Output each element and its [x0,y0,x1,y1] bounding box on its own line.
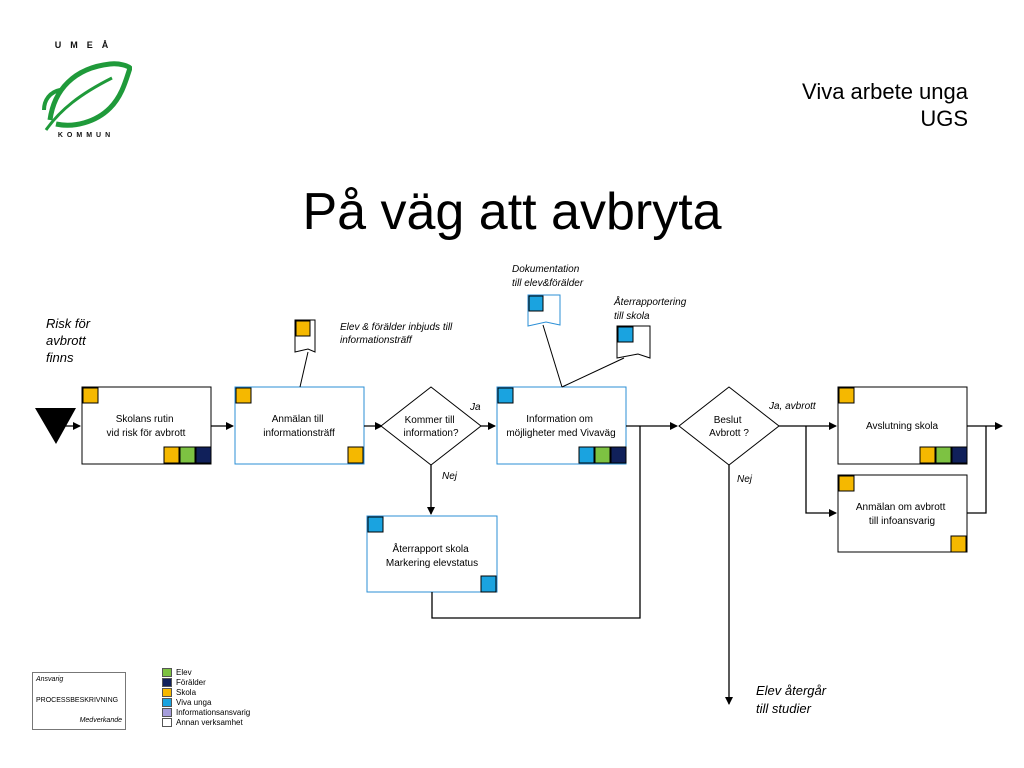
decision-kommer-till-information: Kommer till information? [380,386,482,466]
end-label: Elev återgår till studier [756,683,830,716]
box-information-vivavag: Information om möjligheter med Vivaväg [496,386,627,465]
document-dokumentation: Dokumentation till elev&förälder [512,264,584,388]
logo-top-text: UMEÅ [54,40,118,50]
arrow-to-anmalan-avbrott [805,426,837,517]
svg-text:Återrapport skola Marker: Återrapport skola Markering elevstatus [386,542,478,569]
umea-kommun-logo: UMEÅ KOMMUN [36,40,136,150]
legend-processbeskrivning: PROCESSBESKRIVNING [36,697,119,704]
legend-swatch-viva-unga [162,697,172,707]
legend-item: Annan verksamhet [162,717,250,727]
legend-item: Skola [162,687,250,697]
edge-label-nej-1: Nej [442,471,458,482]
start-triangle [35,408,76,444]
connector-aterrapport [431,426,641,619]
legend-swatch-foralder [162,677,172,687]
box-skolans-rutin: Skolans rutin vid risk för avbrott [81,386,212,465]
svg-text:Avslutning skola: Avslutning skola [866,421,939,432]
document-aterrapportering: Återrapportering till skola [561,295,689,388]
svg-text:Återrapportering till sk: Återrapportering till skola [613,295,689,322]
legend-medverkande: Medverkande [79,717,122,724]
edge-label-ja-avbrott: Ja, avbrott [768,401,817,412]
decision-beslut-avbrott: Beslut Avbrott ? [678,386,780,466]
header-line1: Viva arbete unga [802,79,968,104]
legend-item: Elev [162,667,250,677]
document-inbjuds: Elev & förälder inbjuds till information… [294,319,455,388]
legend-swatch-elev [162,667,172,677]
header-right: Viva arbete unga UGS [802,78,968,132]
svg-text:Beslut Avbrott ?: Beslut Avbrott ? [709,415,749,439]
svg-text:Elev & förälder inbjuds till: Elev & förälder inbjuds till information… [340,322,455,346]
leaf-icon [42,61,132,131]
svg-text:Information om möjlighet: Information om möjligheter med Vivaväg [506,414,615,439]
legend-item: Förälder [162,677,250,687]
box-aterrapport-skola: Återrapport skola Markering elevstatus [366,515,498,593]
connector-anmalan-exit [967,426,987,514]
edge-label-ja: Ja [469,402,481,413]
legend-key: Elev Förälder Skola Viva unga Informatio… [162,667,250,727]
box-avslutning-skola: Avslutning skola [837,386,968,465]
box-anmalan-informationstraff: Anmälan till informationsträff [234,386,365,465]
edge-label-nej-2: Nej [737,474,753,485]
legend-item: Viva unga [162,697,250,707]
start-label: Risk för avbrott finns [46,316,94,365]
legend-swatch-informationsansvarig [162,707,172,717]
svg-text:Skolans rutin vid risk f: Skolans rutin vid risk för avbrott [107,414,186,439]
legend-swatch-annan [162,717,172,727]
legend-item: Informationsansvarig [162,707,250,717]
page-title: På väg att avbryta [302,183,722,241]
svg-text:Kommer till information?: Kommer till information? [403,415,458,439]
legend-process-box: Ansvarig PROCESSBESKRIVNING Medverkande [32,672,126,730]
owner-skola-swatch [82,387,99,404]
svg-text:Dokumentation till elev&: Dokumentation till elev&förälder [512,264,584,289]
svg-text:Anmälan till information: Anmälan till informationsträff [263,414,335,439]
box-anmalan-om-avbrott: Anmälan om avbrott till infoansvarig [837,474,968,553]
legend-swatch-skola [162,687,172,697]
legend-ansvarig: Ansvarig [36,676,64,683]
header-line2: UGS [920,106,968,131]
logo-bottom-text: KOMMUN [57,132,115,139]
svg-text:Anmälan om avbrott till: Anmälan om avbrott till infoansvarig [856,502,948,527]
